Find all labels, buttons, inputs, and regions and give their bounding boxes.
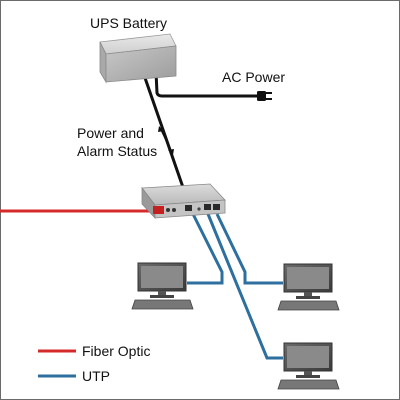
legend-utp-label: UTP	[82, 368, 110, 384]
status-label-line2: Alarm Status	[77, 143, 157, 159]
media-converter-icon	[141, 183, 226, 220]
utp-cable-left-computer	[187, 213, 224, 285]
utp-cable-bottom-computer	[206, 213, 283, 360]
status-label-line1: Power and	[77, 125, 144, 141]
ac-power-label: AC Power	[222, 69, 285, 85]
desktop-computer-icon	[277, 342, 340, 390]
ups-battery-label: UPS Battery	[90, 15, 167, 31]
power-alarm-cable	[142, 74, 188, 197]
desktop-computer-icon	[131, 262, 194, 310]
ups-battery-icon	[99, 33, 177, 84]
status-arrow-icon	[158, 126, 174, 155]
utp-cable-right-computer	[215, 213, 283, 285]
power-plug-icon	[257, 91, 272, 101]
utp-cables	[187, 213, 283, 360]
legend: Fiber Optic UTP	[38, 343, 150, 384]
ac-power-cable	[154, 71, 258, 98]
desktop-computer-icon	[277, 263, 340, 311]
legend-fiber-label: Fiber Optic	[82, 343, 150, 359]
